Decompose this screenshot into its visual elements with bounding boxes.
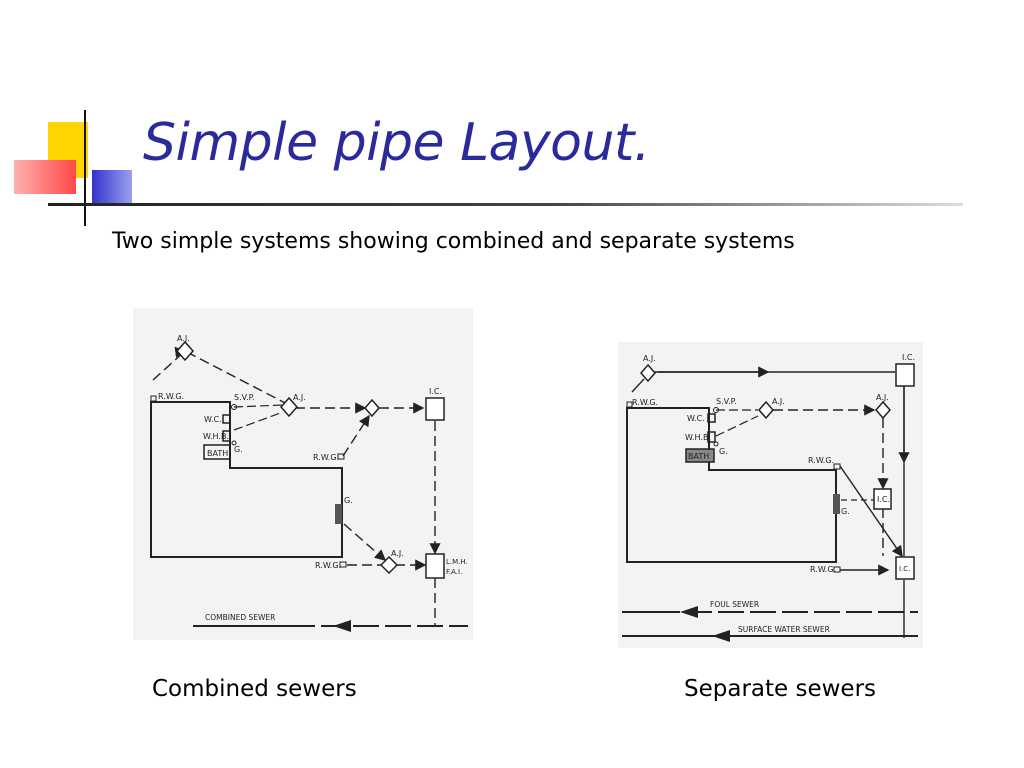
separate-sewer-svg: A.J. I.C. R.W.G. S.V.P. A.J. A.J. W.C. W… (618, 342, 923, 648)
label-aj-mid: A.J. (293, 393, 306, 402)
label-rwg-low: R.W.G. (315, 561, 341, 570)
label-whb: W.H.B. (203, 432, 229, 441)
corner-decoration (0, 0, 140, 230)
combined-sewer-svg: A.J. R.W.G. S.V.P. A.J. I.C. W.C. W.H.B.… (133, 308, 473, 640)
label-lmh: L.M.H. (446, 558, 468, 566)
label-ic-low: I.C. (899, 565, 910, 573)
label-aj-low: A.J. (391, 549, 404, 558)
label-aj-top: A.J. (643, 354, 656, 363)
label-aj-right: A.J. (876, 393, 889, 402)
label-svp: S.V.P. (716, 397, 737, 406)
label-svp: S.V.P. (234, 393, 255, 402)
label-rwg-top: R.W.G. (158, 392, 184, 401)
label-surface-water-sewer: SURFACE WATER SEWER (738, 625, 830, 634)
label-whb: W.H.B. (685, 433, 711, 442)
label-aj-mid: A.J. (772, 397, 785, 406)
page-subtitle: Two simple systems showing combined and … (112, 229, 795, 254)
title-rule (48, 203, 963, 206)
label-rwg-mid: R.W.G. (313, 453, 339, 462)
caption-separate-sewers: Separate sewers (684, 676, 877, 702)
label-wc: W.C. (204, 415, 222, 424)
label-foul-sewer: FOUL SEWER (710, 600, 759, 609)
page-title: Simple pipe Layout. (143, 113, 650, 173)
label-combined-sewer: COMBINED SEWER (205, 613, 275, 622)
caption-combined-sewers: Combined sewers (152, 676, 357, 702)
label-bath: BATH (688, 452, 709, 461)
label-ic-top: I.C. (902, 353, 915, 362)
label-aj-top: A.J. (177, 334, 190, 343)
label-wc: W.C. (687, 414, 705, 423)
separate-sewer-diagram: A.J. I.C. R.W.G. S.V.P. A.J. A.J. W.C. W… (618, 342, 923, 648)
red-square (14, 160, 76, 194)
label-g-side: G. (344, 496, 353, 505)
label-g-house: G. (719, 447, 728, 456)
label-rwg-top: R.W.G. (632, 398, 658, 407)
label-ic-mid: I.C. (877, 495, 890, 504)
label-rwg-low: R.W.G. (810, 565, 836, 574)
vertical-rule (84, 110, 86, 226)
label-ic: I.C. (429, 387, 442, 396)
label-g-side: G. (841, 507, 850, 516)
label-bath: BATH (207, 449, 228, 458)
label-fai: F.A.I. (446, 568, 462, 576)
label-rwg-mid: R.W.G. (808, 456, 834, 465)
label-g-house: G. (234, 445, 243, 454)
combined-sewer-diagram: A.J. R.W.G. S.V.P. A.J. I.C. W.C. W.H.B.… (133, 308, 473, 640)
blue-square (92, 170, 132, 204)
